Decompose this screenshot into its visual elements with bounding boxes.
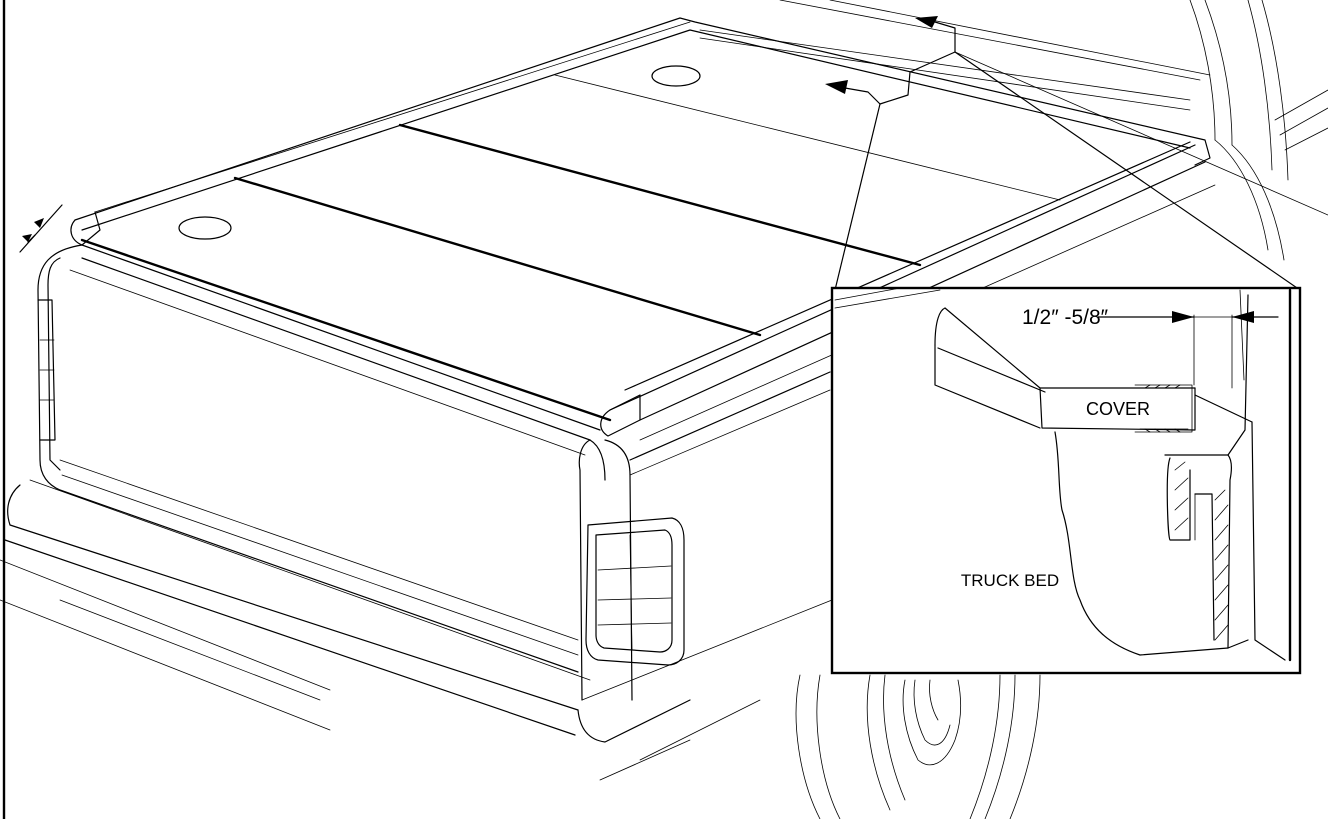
section-arrow-upper-icon (915, 16, 938, 28)
arrow-icon (22, 234, 32, 242)
detail-inset: COVER TRUCK BED 1/2 (830, 286, 1302, 675)
dimension-arrow-left-icon (1232, 311, 1254, 323)
truck-bed-section: TRUCK BED (961, 288, 1292, 662)
section-arrow-lower-icon (825, 80, 848, 94)
bed-rail-top (70, 17, 1211, 246)
measurement-callout: 1/2″ -5/8″ (1022, 306, 1279, 389)
tail-light-right (585, 517, 685, 666)
truck-cab (699, 0, 1328, 261)
tail-light-left (37, 299, 56, 441)
cover-access-hole-front (178, 216, 232, 240)
rear-bumper (0, 479, 591, 736)
bed-corner-right (577, 371, 833, 781)
detail-inset-frame (830, 286, 1302, 675)
cover-access-hole-rear (651, 65, 701, 87)
tonneau-cover (80, 65, 1061, 431)
measurement-label: 1/2″ -5/8″ (1022, 306, 1109, 329)
section-line (1194, 394, 1253, 423)
section-cut-indicator (825, 16, 1328, 291)
gap-dimension-marker-left (19, 204, 63, 253)
rear-wheel (639, 674, 1041, 819)
arrow-icon (34, 218, 44, 228)
truck-bed-label: TRUCK BED (961, 571, 1059, 590)
cover-label: COVER (1086, 399, 1150, 419)
tailgate (37, 244, 606, 673)
cover-section: COVER (934, 307, 1196, 433)
dimension-arrow-right-icon (1172, 311, 1194, 323)
